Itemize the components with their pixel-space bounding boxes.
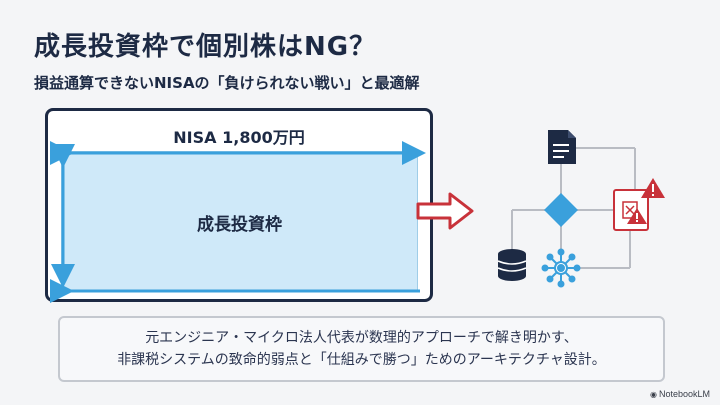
warning-icon [641, 178, 665, 198]
summary-line-1: 元エンジニア・マイクロ法人代表が数理的アプローチで解き明かす、 [145, 330, 578, 346]
growth-investment-label: 成長投資枠 [197, 215, 282, 235]
decision-diamond-icon [544, 193, 578, 227]
database-icon [497, 249, 527, 281]
brand-watermark: ◉NotebookLM [650, 389, 710, 399]
summary-box: 元エンジニア・マイクロ法人代表が数理的アプローチで解き明かす、 非課税システムの… [58, 316, 665, 382]
slide-subtitle: 損益通算できないNISAの「負けられない戦い」と最適解 [34, 74, 420, 92]
warning-icon-small [627, 208, 647, 224]
slide-title: 成長投資枠で個別株はNG？ [34, 32, 377, 62]
red-right-arrow [416, 192, 474, 230]
brand-logo-icon: ◉ [649, 390, 657, 399]
network-hub-icon [541, 248, 581, 288]
architecture-diagram [497, 130, 665, 288]
summary-line-2: 非課税システムの致命的弱点と「仕組みで勝つ」ためのアーキテクチャ設計。 [117, 352, 606, 368]
brand-name: NotebookLM [658, 389, 710, 399]
document-icon [548, 130, 576, 164]
